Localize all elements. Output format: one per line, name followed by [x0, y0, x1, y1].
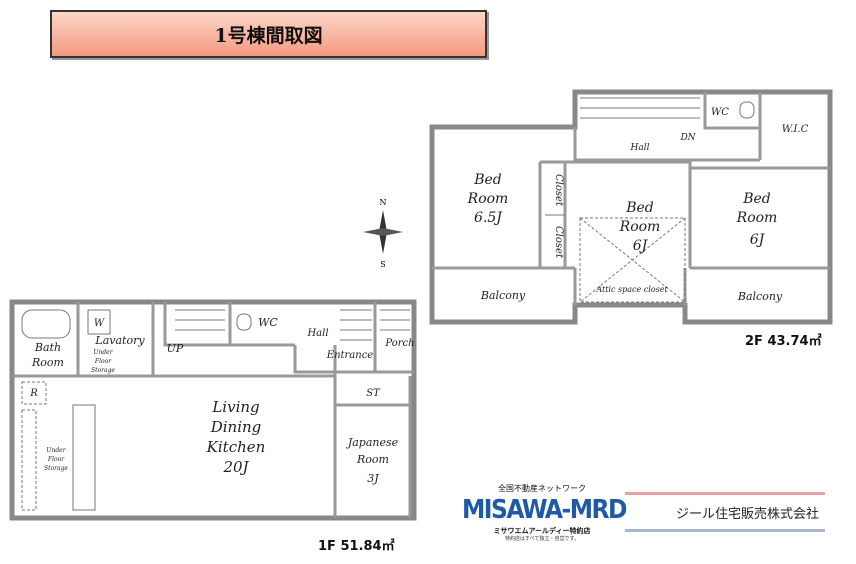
room-label-wc-2f: WC [711, 107, 729, 118]
misawa-mrd-logo: 全国不動産ネットワーク MISAWA-MRD ミサワエムアールディー特約店 特約… [462, 484, 627, 542]
room-label-entrance: Entrance [326, 350, 374, 361]
room-label-porch: Porch [384, 338, 414, 349]
room-label-wic: W.I.C [782, 124, 809, 135]
floor2-plan [429, 89, 833, 325]
room-label-hall-2f: Hall [630, 143, 650, 153]
plan-title: 1号棟間取図 [50, 10, 487, 58]
floor1-plan [9, 299, 417, 521]
svg-text:N: N [380, 198, 387, 207]
washer-label: W [94, 318, 105, 329]
room-label-st: ST [366, 388, 381, 399]
closet-label-1: Closet [553, 174, 564, 207]
room-label-wc-1f: WC [258, 316, 278, 329]
floor1-area: 1F 51.84㎡ [318, 538, 395, 554]
svg-text:S: S [380, 260, 385, 269]
compass-icon: N S [363, 198, 403, 269]
stairs-up-label: UP [167, 342, 184, 355]
room-label-attic: Attic space closet [595, 285, 668, 294]
closet-label-2: Closet [553, 226, 564, 259]
fridge-label: R [29, 388, 38, 399]
floor2-area: 2F 43.74㎡ [745, 333, 822, 349]
company-banner: ジール住宅販売株式会社 [625, 492, 825, 532]
room-label-balcony-left: Balcony [480, 289, 526, 302]
stairs-down-label: DN [679, 133, 696, 143]
room-label-lavatory: Lavatory [94, 334, 145, 347]
room-label-hall-1f: Hall [306, 328, 328, 339]
room-label-balcony-right: Balcony [737, 290, 783, 303]
